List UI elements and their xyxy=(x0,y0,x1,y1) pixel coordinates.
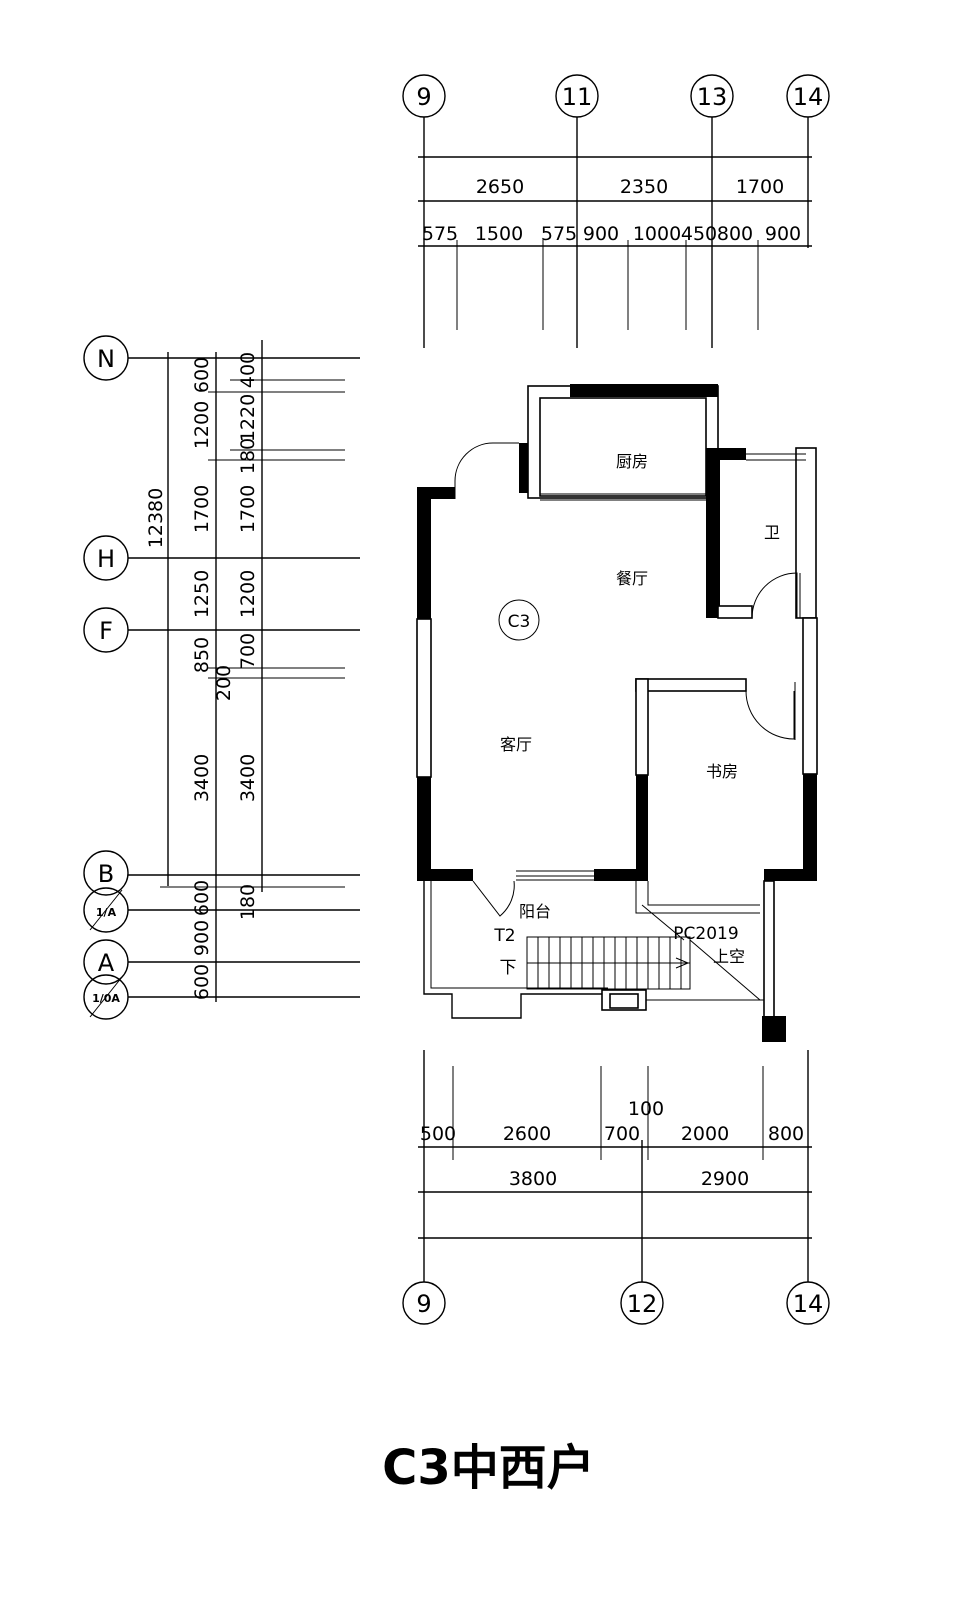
dim-left-b-700: 700 xyxy=(237,633,259,669)
axis-bubble-bottom-12: 12 xyxy=(627,1290,658,1318)
dim-left-b-180b: 180 xyxy=(237,884,259,920)
dim-bottom-700: 700 xyxy=(604,1123,640,1145)
dim-left-total: 12380 xyxy=(145,488,167,548)
dim-left-a-1700: 1700 xyxy=(191,485,213,533)
dim-top-575a: 575 xyxy=(422,223,458,245)
top-axis-grid: 9 11 13 14 2650 2350 1700 575 1500 575 9… xyxy=(402,74,830,348)
dim-top-575b: 575 xyxy=(541,223,577,245)
dim-bottom-2000: 2000 xyxy=(681,1123,729,1145)
dim-bottom-800: 800 xyxy=(768,1123,804,1145)
dim-left-a-900: 900 xyxy=(191,920,213,956)
dim-top-900a: 900 xyxy=(583,223,619,245)
dim-left-b-3400: 3400 xyxy=(237,754,259,802)
window-tag: PC2019 xyxy=(673,924,738,944)
room-labels: 厨房 餐厅 卫 客厅 书房 阳台 C3 T2 下 PC2019 上空 xyxy=(493,452,780,978)
void-label: 上空 xyxy=(713,947,745,966)
unit-tag: C3 xyxy=(508,612,531,632)
dim-left-a-1200: 1200 xyxy=(191,401,213,449)
dim-top-2350: 2350 xyxy=(620,176,668,198)
dim-left-a-600c: 600 xyxy=(191,964,213,1000)
axis-bubble-bottom-14: 14 xyxy=(793,1290,824,1318)
dim-top-1700: 1700 xyxy=(736,176,784,198)
axis-bubble-left-A: A xyxy=(98,949,115,977)
unit-title: C3中西户 xyxy=(382,1440,595,1496)
dim-left-a-600b: 600 xyxy=(191,880,213,916)
dim-bottom-500: 500 xyxy=(420,1123,456,1145)
axis-bubble-left-B: B xyxy=(98,860,114,888)
room-balcony-label: 阳台 xyxy=(519,902,551,921)
dim-top-900b: 900 xyxy=(765,223,801,245)
room-living-label: 客厅 xyxy=(500,735,532,754)
axis-bubble-top-13: 13 xyxy=(697,83,728,111)
dim-left-b-1700: 1700 xyxy=(237,485,259,533)
dim-left-b-200: 200 xyxy=(213,665,235,701)
dim-left-a-3400: 3400 xyxy=(191,754,213,802)
dim-top-1000: 1000 xyxy=(633,223,681,245)
dim-left-b-180: 180 xyxy=(237,438,259,474)
axis-bubble-left-1A: 1/A xyxy=(96,906,117,919)
room-study-label: 书房 xyxy=(706,762,738,781)
room-kitchen-label: 厨房 xyxy=(616,452,648,471)
axis-bubble-left-F: F xyxy=(99,617,113,645)
dim-left-a-600: 600 xyxy=(191,357,213,393)
axis-bubble-top-14: 14 xyxy=(793,83,824,111)
bottom-axis-grid: 500 2600 700 100 2000 800 3800 2900 9 12… xyxy=(402,1050,830,1325)
axis-bubble-top-9: 9 xyxy=(416,83,431,111)
dim-left-a-850: 850 xyxy=(191,637,213,673)
dim-bottom-100: 100 xyxy=(628,1098,664,1120)
dim-top-1500: 1500 xyxy=(475,223,523,245)
walls xyxy=(416,384,818,1042)
stair-down-label: 下 xyxy=(500,958,517,978)
stair-name: T2 xyxy=(493,926,515,946)
axis-bubble-left-N: N xyxy=(97,345,115,373)
dim-left-a-1250: 1250 xyxy=(191,570,213,618)
dim-top-800: 800 xyxy=(717,223,753,245)
dim-top-2650: 2650 xyxy=(476,176,524,198)
axis-bubble-left-10A: 1/0A xyxy=(92,992,120,1005)
dim-left-b-400: 400 xyxy=(237,352,259,388)
stair-t2 xyxy=(526,936,691,990)
dim-left-b-1200: 1200 xyxy=(237,570,259,618)
axis-bubble-top-11: 11 xyxy=(562,83,593,111)
axis-bubble-left-H: H xyxy=(97,545,115,573)
room-bath-label: 卫 xyxy=(764,523,780,542)
dim-bottom-2600: 2600 xyxy=(503,1123,551,1145)
axis-bubble-bottom-9: 9 xyxy=(416,1290,431,1318)
left-axis-grid: N H F B 1/A A 1/0A 12380 600 1200 1700 1… xyxy=(83,335,360,1020)
dim-left-b-1220: 1220 xyxy=(237,394,259,442)
dim-bottom-3800: 3800 xyxy=(509,1168,557,1190)
dim-bottom-2900: 2900 xyxy=(701,1168,749,1190)
dim-top-450: 450 xyxy=(681,223,717,245)
room-dining-label: 餐厅 xyxy=(616,569,648,588)
